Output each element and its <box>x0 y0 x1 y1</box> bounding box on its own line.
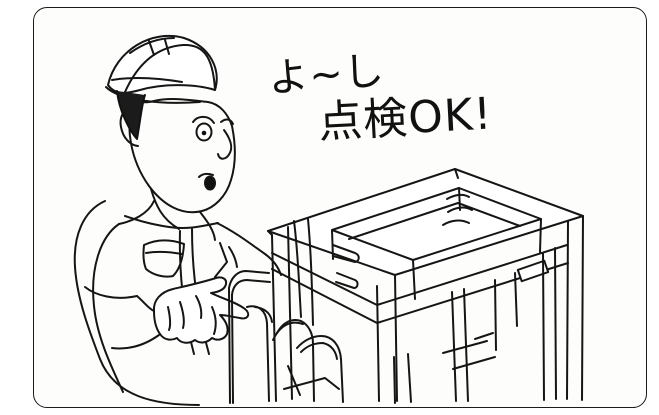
worker-figure-icon <box>73 34 282 406</box>
speech-caption-line2: 点検OK! <box>317 88 494 149</box>
inspection-illustration <box>73 34 584 406</box>
equipment-frame-icon <box>228 168 584 404</box>
